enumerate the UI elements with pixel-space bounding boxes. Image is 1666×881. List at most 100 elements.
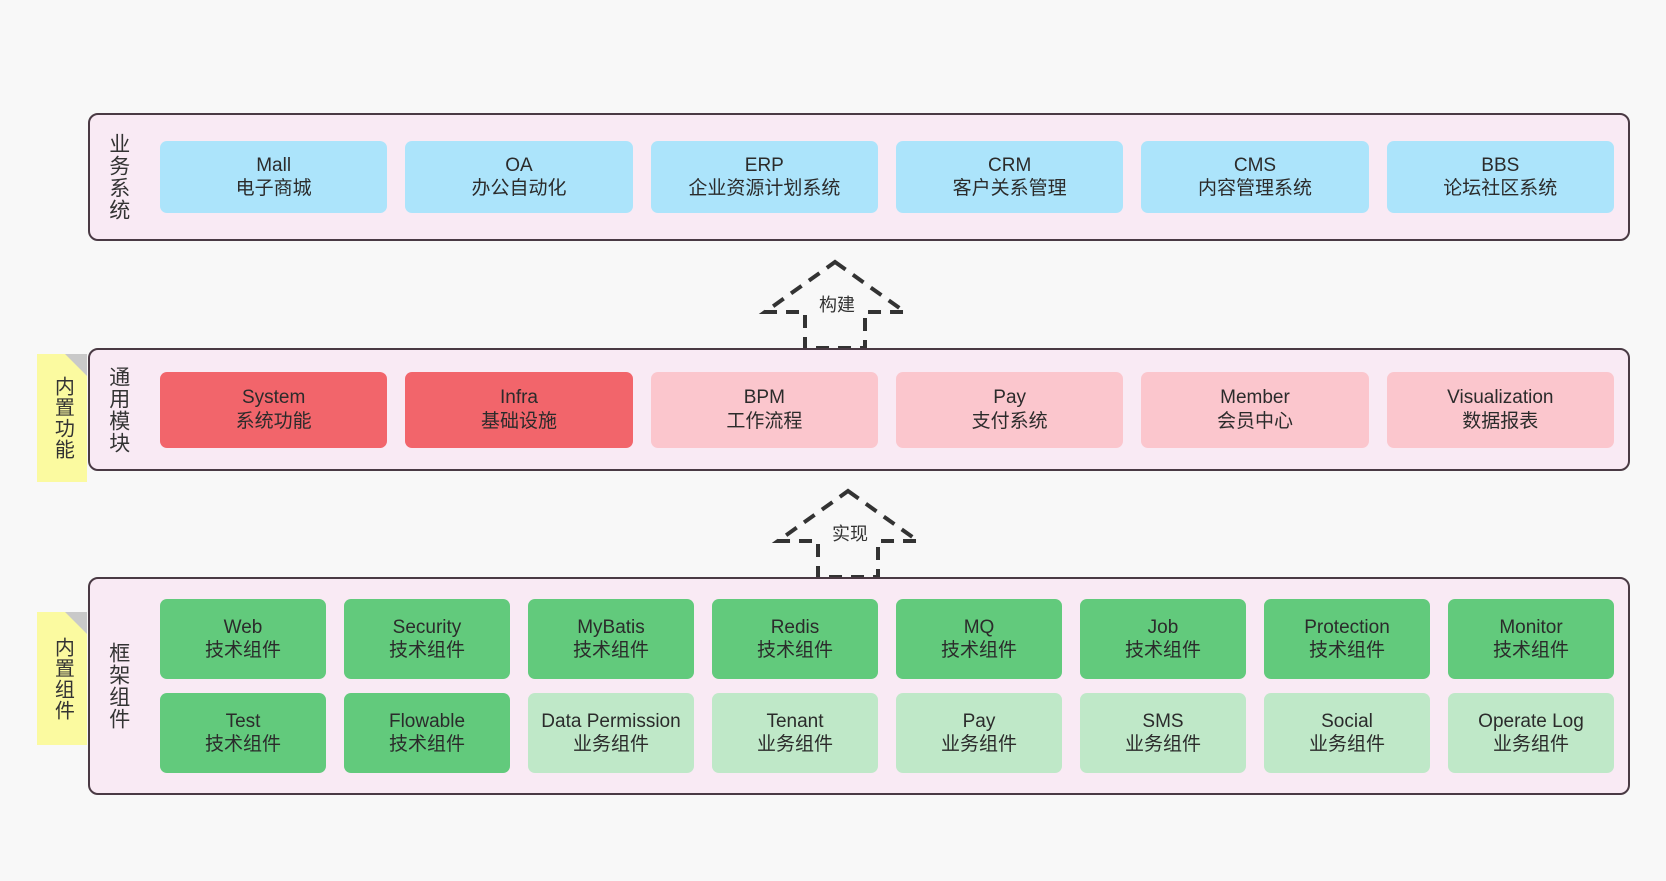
sticky-note-builtin-function-label: 内置功能: [51, 376, 74, 460]
component-card-name: Job: [1147, 616, 1179, 638]
component-card-name: BPM: [743, 387, 785, 409]
component-card-desc: 技术组件: [940, 640, 1017, 661]
component-card-desc: 技术组件: [1492, 640, 1569, 661]
component-card-desc: 电子商城: [235, 178, 312, 199]
component-card-desc: 技术组件: [1124, 640, 1201, 661]
component-card-desc: 论坛社区系统: [1443, 178, 1558, 199]
layer-framework-component-title: 框架组件: [106, 642, 130, 730]
component-card-name: Test: [225, 710, 261, 732]
connector-implement-label: 实现: [830, 520, 870, 546]
component-card-desc: 技术组件: [1308, 640, 1385, 661]
component-card-desc: 客户关系管理: [952, 178, 1067, 199]
component-card-name: Operate Log: [1478, 710, 1584, 732]
component-card-name: MyBatis: [577, 616, 645, 638]
layer-common-module-title: 通用模块: [106, 365, 130, 454]
component-card-name: Redis: [770, 616, 820, 638]
component-card-name: Member: [1220, 387, 1290, 409]
component-card-desc: 业务组件: [756, 734, 833, 755]
component-card-desc: 技术组件: [204, 734, 281, 755]
component-card-name: CRM: [988, 154, 1032, 176]
sticky-note-builtin-component: 内置组件: [37, 612, 87, 745]
component-card-desc: 办公自动化: [471, 178, 567, 199]
component-card-name: Data Permission: [541, 710, 681, 732]
component-card-desc: 业务组件: [1492, 734, 1569, 755]
component-card-name: Monitor: [1499, 616, 1563, 638]
component-card-desc: 技术组件: [572, 640, 649, 661]
component-card-desc: 企业资源计划系统: [688, 178, 841, 199]
component-card-desc: 系统功能: [235, 410, 312, 432]
component-card-name: OA: [505, 154, 533, 176]
component-card-desc: 技术组件: [756, 640, 833, 661]
sticky-note-builtin-function: 内置功能: [37, 354, 87, 482]
component-card-desc: 支付系统: [971, 410, 1048, 432]
component-card-name: Social: [1321, 710, 1373, 732]
component-card-desc: 业务组件: [940, 734, 1017, 755]
component-card-name: Flowable: [388, 710, 466, 732]
component-card-desc: 业务组件: [1308, 734, 1385, 755]
component-card-desc: 会员中心: [1216, 410, 1293, 432]
component-card-desc: 数据报表: [1462, 410, 1539, 432]
component-card-name: BBS: [1481, 154, 1520, 176]
component-card-name: ERP: [744, 154, 784, 176]
connector-implement: 实现: [768, 487, 928, 579]
component-card-desc: 工作流程: [726, 410, 803, 432]
layer-business-system-title: 业务系统: [106, 133, 130, 221]
component-card-name: System: [241, 387, 306, 409]
component-card-desc: 技术组件: [204, 640, 281, 661]
component-card-name: Visualization: [1447, 387, 1554, 409]
component-card-name: Protection: [1304, 616, 1390, 638]
component-card-name: Infra: [499, 387, 538, 409]
component-card-desc: 技术组件: [388, 640, 465, 661]
component-card-desc: 内容管理系统: [1197, 178, 1312, 199]
connector-build: 构建: [755, 258, 915, 350]
component-card-name: MQ: [963, 616, 995, 638]
component-card-desc: 业务组件: [572, 734, 649, 755]
component-card-name: Pay: [962, 710, 996, 732]
component-card-name: CMS: [1233, 154, 1277, 176]
component-card-name: Mall: [256, 154, 292, 176]
component-card-name: Pay: [993, 387, 1027, 409]
connector-build-label: 构建: [817, 291, 857, 317]
component-card-name: Security: [392, 616, 462, 638]
component-card-desc: 业务组件: [1124, 734, 1201, 755]
sticky-note-builtin-component-label: 内置组件: [51, 636, 74, 721]
